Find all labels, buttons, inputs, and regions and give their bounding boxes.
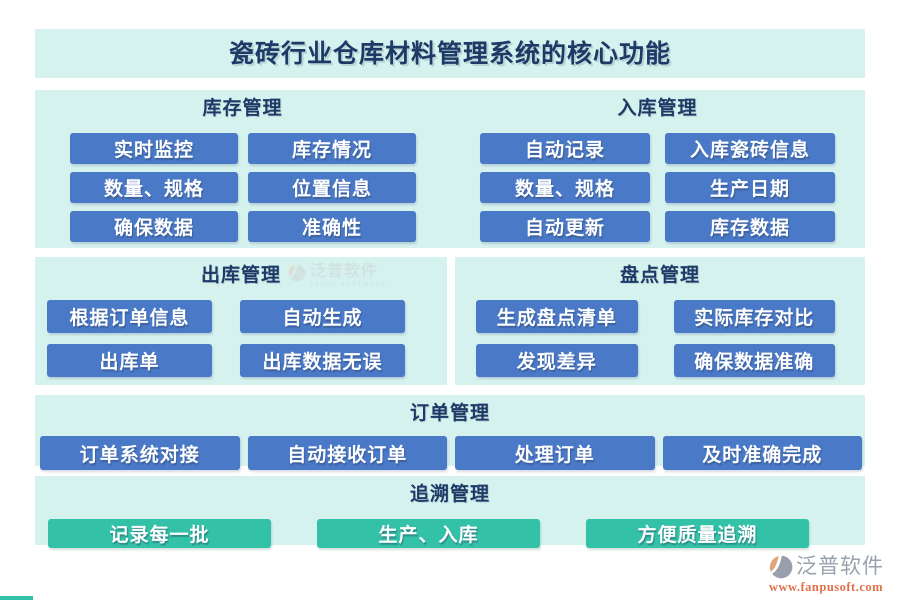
feature-pill-per-order-info: 根据订单信息 [47,300,212,333]
feature-pill-auto-record: 自动记录 [480,133,650,164]
feature-pill-process-orders: 处理订单 [455,436,655,470]
brand-name: 泛普软件 [796,555,884,578]
feature-pill-quality-traceability: 方便质量追溯 [586,519,809,548]
feature-pill-production-inbound: 生产、入库 [317,519,540,548]
feature-pill-record-each-batch: 记录每一批 [48,519,271,548]
feature-pill-accuracy: 准确性 [248,211,416,242]
feature-pill-auto-update: 自动更新 [480,211,650,242]
feature-pill-actual-stock-compare: 实际库存对比 [673,300,835,333]
section-title-order: 订单管理 [409,403,490,424]
feature-pill-order-system-link: 订单系统对接 [40,436,240,470]
section-title-outbound: 出库管理 [200,265,281,286]
fanpu-logo-icon [769,555,793,579]
feature-pill-inbound-tile-info: 入库瓷砖信息 [665,133,835,164]
feature-pill-outbound-data-correct: 出库数据无误 [240,344,405,377]
feature-pill-quantity-spec: 数量、规格 [70,172,238,203]
watermark-logo: 泛普软件 FANPU SOFTWARE [288,264,386,288]
feature-pill-realtime-monitor: 实时监控 [70,133,238,164]
panel-inventory-inbound: 库存管理 实时监控 库存情况 数量、规格 位置信息 确保数据 准确性 入库管理 … [35,90,865,248]
panel-stocktake: 盘点管理 生成盘点清单 实际库存对比 发现差异 确保数据准确 [455,257,865,385]
feature-pill-stock-status: 库存情况 [248,133,416,164]
feature-pill-quantity-spec-2: 数量、规格 [480,172,650,203]
watermark-subtitle: FANPU SOFTWARE [310,282,387,288]
panel-trace: 追溯管理 记录每一批 生产、入库 方便质量追溯 [35,476,865,548]
section-title-stocktake: 盘点管理 [619,265,700,286]
feature-pill-timely-accurate-completion: 及时准确完成 [662,436,862,470]
panel-outbound: 出库管理 泛普软件 FANPU SOFTWARE 根据订单信息 自动生成 出库单… [35,257,447,385]
stocktake-buttons: 生成盘点清单 实际库存对比 发现差异 确保数据准确 [455,300,865,377]
section-inbound: 入库管理 自动记录 入库瓷砖信息 数量、规格 生产日期 自动更新 库存数据 [450,90,865,248]
outbound-buttons: 根据订单信息 自动生成 出库单 出库数据无误 [35,300,447,377]
section-title-trace: 追溯管理 [409,484,490,505]
feature-pill-auto-generate: 自动生成 [240,300,405,333]
feature-pill-location-info: 位置信息 [248,172,416,203]
feature-pill-generate-count-list: 生成盘点清单 [476,300,638,333]
feature-pill-production-date: 生产日期 [665,172,835,203]
section-title-inbound: 入库管理 [617,98,698,119]
brand-url: www.fanpusoft.com [769,580,884,594]
feature-pill-outbound-slip: 出库单 [47,344,212,377]
page-title: 瓷砖行业仓库材料管理系统的核心功能 [35,29,865,78]
trace-buttons: 记录每一批 生产、入库 方便质量追溯 [35,519,865,548]
feature-pill-ensure-data-accuracy: 确保数据准确 [673,344,835,377]
section-inventory: 库存管理 实时监控 库存情况 数量、规格 位置信息 确保数据 准确性 [35,90,450,248]
feature-pill-stock-data: 库存数据 [665,211,835,242]
feature-pill-ensure-data: 确保数据 [70,211,238,242]
inventory-buttons: 实时监控 库存情况 数量、规格 位置信息 确保数据 准确性 [35,133,450,242]
brand-logo: 泛普软件 www.fanpusoft.com [769,555,899,595]
panel-order: 订单管理 订单系统对接 自动接收订单 处理订单 及时准确完成 [35,395,865,470]
feature-pill-find-differences: 发现差异 [476,344,638,377]
section-title-inventory: 库存管理 [202,98,283,119]
watermark-name: 泛普软件 [310,263,379,280]
feature-pill-auto-receive-orders: 自动接收订单 [247,436,447,470]
corner-decoration [0,596,33,600]
inbound-buttons: 自动记录 入库瓷砖信息 数量、规格 生产日期 自动更新 库存数据 [450,133,865,242]
watermark-logo-icon [288,264,306,282]
order-buttons: 订单系统对接 自动接收订单 处理订单 及时准确完成 [35,436,865,470]
